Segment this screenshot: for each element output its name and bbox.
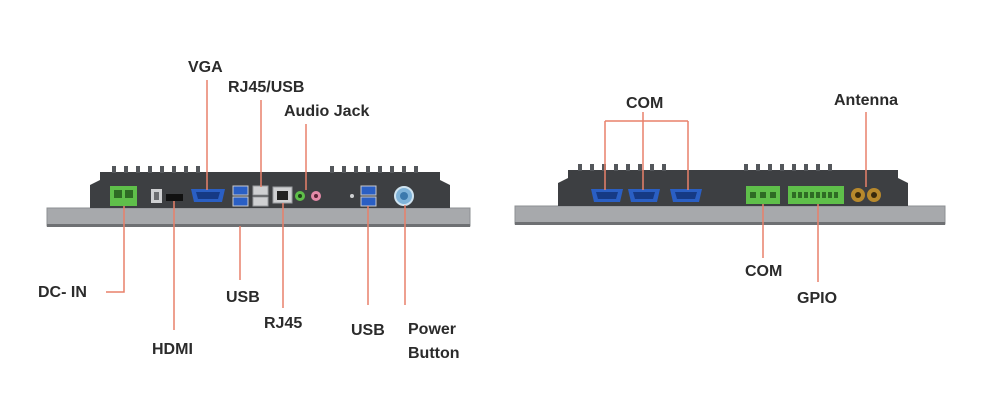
label-audio-jack: Audio Jack bbox=[284, 103, 370, 120]
label-rj45: RJ45 bbox=[264, 315, 303, 332]
right-io-panel bbox=[514, 164, 946, 225]
hdmi-port bbox=[166, 194, 183, 201]
label-vga: VGA bbox=[188, 59, 223, 76]
label-power-button: Power Button bbox=[408, 318, 460, 366]
label-power-button-line2: Button bbox=[408, 345, 460, 362]
usb-port-left bbox=[232, 185, 249, 196]
label-antenna: Antenna bbox=[834, 92, 898, 109]
leader-lines bbox=[106, 80, 867, 330]
label-com-top: COM bbox=[626, 95, 664, 112]
right-bezel bbox=[514, 205, 946, 225]
rj45-usb-port bbox=[252, 185, 269, 196]
left-bezel bbox=[46, 207, 471, 227]
label-rj45-usb: RJ45/USB bbox=[228, 79, 305, 96]
label-gpio: GPIO bbox=[797, 290, 838, 307]
label-com-bottom: COM bbox=[745, 263, 783, 280]
usb-port-right bbox=[360, 185, 377, 196]
label-dc-in: DC- IN bbox=[38, 284, 87, 301]
left-io-panel bbox=[46, 166, 471, 227]
label-hdmi: HDMI bbox=[152, 341, 193, 358]
label-usb-right: USB bbox=[351, 322, 385, 339]
label-power-button-line1: Power bbox=[408, 321, 457, 338]
label-usb-left: USB bbox=[226, 289, 260, 306]
